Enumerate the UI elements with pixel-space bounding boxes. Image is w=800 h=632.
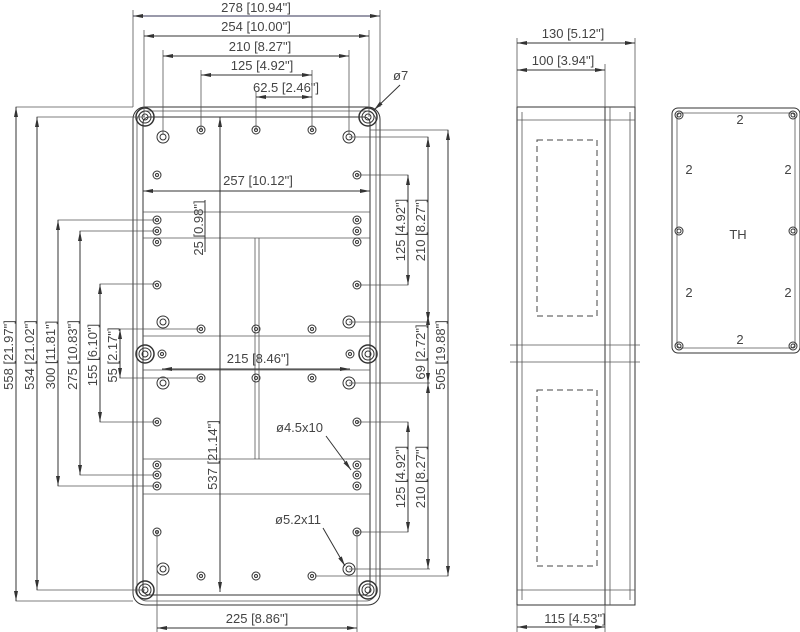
mounting-hole-icon <box>352 237 362 247</box>
mounting-hole-icon <box>307 324 317 334</box>
dim-v69: 69 [2.72"] <box>413 324 428 379</box>
mounting-hole-icon <box>251 324 261 334</box>
corner-screw-icon <box>358 344 378 364</box>
dim-depth-bottom: 115 [4.53"] <box>544 611 605 626</box>
top-dimensions: 278 [10.94"] 254 [10.00"] 210 [8.27"] 12… <box>132 0 408 256</box>
side-outline <box>516 106 636 606</box>
label-boss-large: ø5.2x11 <box>275 512 321 527</box>
dim-depth-total: 130 [5.12"] <box>542 26 604 41</box>
mounting-hole-icon <box>352 481 362 491</box>
dim-h155: 155 [6.10"] <box>85 324 100 386</box>
dim-v505: 505 [19.88"] <box>433 320 448 390</box>
enclosure-outline <box>132 106 381 606</box>
dim-inner-width: 257 [10.12"] <box>223 173 293 188</box>
mounting-hole-icon <box>307 373 317 383</box>
dim-depth-body: 100 [3.94"] <box>532 53 594 68</box>
dim-h275: 275 [10.83"] <box>65 320 80 390</box>
mounting-hole-icon <box>152 460 162 470</box>
wall-label-center: TH <box>729 227 746 242</box>
mounting-hole-icon <box>152 170 162 180</box>
dim-v125-bottom: 125 [4.92"] <box>393 446 408 508</box>
wall-label-top: 2 <box>736 112 743 127</box>
mounting-hole-icon <box>352 460 362 470</box>
dim-overall-width: 278 [10.94"] <box>221 0 291 15</box>
wall-screw-icon <box>788 110 798 120</box>
corner-screw-icon <box>358 580 378 600</box>
knockout-upper <box>536 139 598 317</box>
mounting-hole-icon <box>152 237 162 247</box>
mounting-hole-icon <box>345 349 355 359</box>
mounting-hole-icon <box>196 571 206 581</box>
wall-label-bottom: 2 <box>736 332 743 347</box>
dim-hole-width-62: 62.5 [2.46"] <box>253 80 319 95</box>
mounting-hole-icon <box>352 215 362 225</box>
mounting-hole-icon <box>352 470 362 480</box>
corner-screw-icon <box>135 344 155 364</box>
side-view: 130 [5.12"] 100 [3.94"] 115 [4.53"] <box>510 26 640 632</box>
wall-label-left-upper: 2 <box>685 162 692 177</box>
dim-bottom-width: 225 [8.86"] <box>226 611 288 626</box>
mounting-hole-icon <box>352 226 362 236</box>
mounting-hole-icon <box>157 349 167 359</box>
mounting-hole-icon <box>152 280 162 290</box>
corner-screw-icon <box>358 107 378 127</box>
dim-v125-top: 125 [4.92"] <box>393 199 408 261</box>
wall-label-right-lower: 2 <box>784 285 791 300</box>
dim-h300: 300 [11.81"] <box>43 321 58 390</box>
knockout-lower <box>536 389 598 567</box>
right-dimensions: 125 [4.92"] 210 [8.27"] 505 [19.88"] 69 … <box>156 129 450 632</box>
wall-screw-icon <box>788 341 798 351</box>
boss-hole-icon <box>156 315 170 329</box>
mounting-hole-icon <box>251 571 261 581</box>
mounting-hole-icon <box>307 571 317 581</box>
dim-hole-width-125: 125 [4.92"] <box>231 58 293 73</box>
wall-screw-icon <box>674 110 684 120</box>
label-boss-small: ø4.5x10 <box>276 420 323 435</box>
dim-v210-bottom: 210 [8.27"] <box>413 446 428 508</box>
dim-mid-width: 215 [8.46"] <box>227 351 289 366</box>
dim-screw-hole-dia: ø7 <box>393 68 408 83</box>
wall-screw-icon <box>674 341 684 351</box>
wall-label-right-upper: 2 <box>784 162 791 177</box>
mounting-hole-icon <box>251 373 261 383</box>
wall-screw-icon <box>788 226 798 236</box>
wall-screw-icon <box>674 226 684 236</box>
dim-inner-height: 537 [21.14"] <box>205 420 220 490</box>
boss-hole-icon <box>156 562 170 576</box>
dim-overall-height: 558 [21.97"] <box>1 320 16 390</box>
dim-v210-top: 210 [8.27"] <box>413 199 428 261</box>
wall-view: 2 2 2 TH 2 2 2 <box>671 107 800 354</box>
dim-screw-width: 254 [10.00"] <box>221 19 291 34</box>
dim-screw-height: 534 [21.02"] <box>22 320 37 390</box>
dim-h55: 55 [2.17"] <box>105 327 120 382</box>
dim-rail-spacing: 25 [0.98"] <box>191 200 206 255</box>
boss-hole-icon <box>156 376 170 390</box>
wall-outline <box>671 107 800 354</box>
dim-hole-width-210: 210 [8.27"] <box>229 39 291 54</box>
wall-label-left-lower: 2 <box>685 285 692 300</box>
left-dimensions: 558 [21.97"] 534 [21.02"] 300 [11.81"] 2… <box>1 106 350 602</box>
